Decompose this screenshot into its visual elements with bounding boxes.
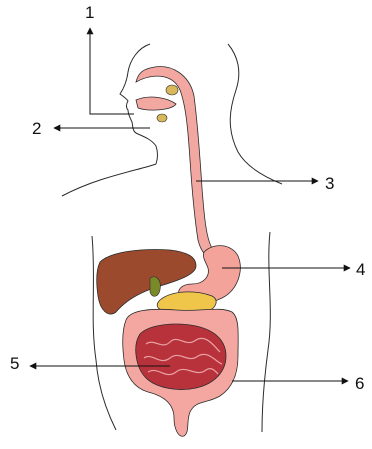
torso-right [262,232,270,432]
shoulder-left [62,164,156,196]
gallbladder [150,277,160,297]
salivary-gland-lower [157,114,167,122]
salivary-gland-upper [166,85,178,95]
neck-back [228,44,282,184]
tongue [136,97,176,110]
label-2: 2 [32,120,41,137]
esophagus [136,67,222,258]
label-4: 4 [356,261,365,278]
label-5: 5 [10,355,19,372]
label-3: 3 [325,175,334,192]
label-6: 6 [355,375,364,392]
label-1: 1 [85,4,94,21]
